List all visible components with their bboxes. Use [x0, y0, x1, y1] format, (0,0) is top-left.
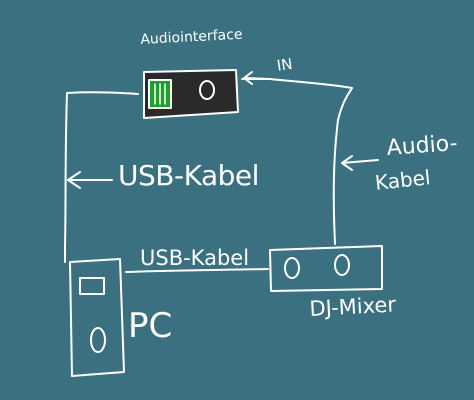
usb-port-pins-icon	[154, 83, 166, 105]
usb-cable-interface-to-pc	[64, 91, 139, 263]
dj-mixer-knob-left-icon	[284, 257, 300, 279]
usb-cable-interface-pc-label: USB-Kabel	[118, 159, 259, 192]
pc-drive-slot-icon	[79, 277, 105, 295]
audio-cable-in-arrow-icon	[243, 71, 271, 85]
audio-cable-label-line2: Kabel	[373, 165, 432, 195]
audio-cable-label-line1: Audio-	[385, 131, 459, 161]
usb-cable-pc-to-mixer	[125, 268, 269, 273]
audio-cable-right-arrow-icon	[341, 155, 379, 171]
usb-cable-left-arrow-icon	[67, 171, 113, 189]
pc-label: PC	[128, 306, 173, 346]
audio-cable-mixer-to-interface	[241, 78, 353, 245]
usb-cable-pc-mixer-label: USB-Kabel	[140, 246, 250, 270]
dj-mixer-box	[269, 245, 383, 292]
pc-power-button-icon	[90, 327, 106, 353]
audio-interface-in-label: IN	[275, 54, 294, 75]
dj-mixer-knob-right-icon	[334, 254, 350, 276]
dj-mixer-label: DJ-Mixer	[308, 292, 397, 321]
pc-tower	[69, 258, 125, 377]
audio-interface-input-jack-icon	[199, 80, 215, 100]
